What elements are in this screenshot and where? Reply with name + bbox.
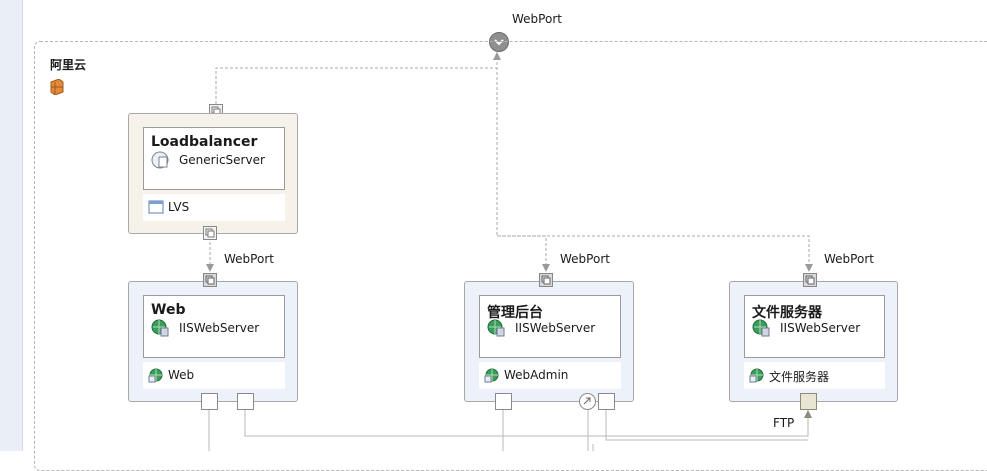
admin-server[interactable]: 管理后台 IISWebServer bbox=[479, 295, 621, 358]
admin-bottom-port-3[interactable] bbox=[598, 393, 615, 410]
zone-title: 阿里云 bbox=[50, 58, 87, 72]
arrowhead-admin bbox=[542, 264, 550, 272]
admin-type: IISWebServer bbox=[515, 321, 596, 335]
connectors-layer bbox=[206, 52, 813, 451]
fileserver-name: 文件服务器 bbox=[752, 305, 822, 321]
web-port-label: WebPort bbox=[224, 252, 274, 266]
loadbalancer-bottom-port[interactable] bbox=[203, 226, 217, 240]
iis-globe-icon bbox=[487, 319, 505, 337]
arrowhead-web bbox=[206, 264, 214, 272]
generic-server-icon bbox=[151, 151, 169, 169]
arrowhead-ftp bbox=[804, 410, 812, 418]
loadbalancer-server[interactable]: Loadbalancer GenericServer bbox=[143, 127, 285, 190]
iis-globe-icon bbox=[151, 319, 169, 337]
admin-port-label: WebPort bbox=[560, 252, 610, 266]
left-toolbox-strip bbox=[0, 0, 23, 451]
loadbalancer-app[interactable]: LVS bbox=[143, 194, 285, 221]
web-top-port[interactable] bbox=[203, 273, 217, 287]
web-app-globe-icon bbox=[148, 367, 164, 383]
ftp-label: FTP bbox=[773, 416, 795, 430]
admin-bottom-port-2[interactable] bbox=[579, 393, 596, 410]
to-ftp-line bbox=[503, 410, 809, 437]
admin-name: 管理后台 bbox=[487, 305, 543, 321]
loadbalancer-name: Loadbalancer bbox=[151, 134, 258, 150]
fileserver-server[interactable]: 文件服务器 IISWebServer bbox=[744, 295, 885, 358]
fileserver-app-label: 文件服务器 bbox=[769, 370, 830, 384]
admin-top-port[interactable] bbox=[539, 273, 553, 287]
admin-port3-line bbox=[605, 410, 808, 441]
fileserver-port-label: WebPort bbox=[824, 252, 874, 266]
web-container[interactable]: Web IISWebServer Web bbox=[128, 281, 298, 402]
web-app-label: Web bbox=[168, 368, 195, 382]
admin-app[interactable]: WebAdmin bbox=[479, 362, 621, 389]
iis-globe-icon bbox=[752, 319, 770, 337]
web-server[interactable]: Web IISWebServer bbox=[143, 295, 285, 358]
loadbalancer-container[interactable]: Loadbalancer GenericServer LVS bbox=[128, 113, 298, 234]
webport-to-fileserver-connector bbox=[497, 235, 810, 269]
fileserver-app[interactable]: 文件服务器 bbox=[744, 362, 885, 389]
webport-to-admin-connector bbox=[496, 52, 547, 269]
fileserver-container[interactable]: 文件服务器 IISWebServer 文件服务器 bbox=[729, 281, 898, 402]
chevron-down-icon[interactable] bbox=[489, 32, 509, 52]
window-app-icon bbox=[148, 199, 164, 215]
web-port2-line bbox=[244, 410, 504, 451]
web-bottom-port-2[interactable] bbox=[237, 393, 254, 410]
admin-bottom-port-1[interactable] bbox=[495, 393, 512, 410]
admin-container[interactable]: 管理后台 IISWebServer WebAdmin bbox=[464, 281, 634, 402]
web-app-globe-icon bbox=[484, 367, 500, 383]
top-webport-label: WebPort bbox=[512, 12, 562, 26]
disconnected-icon bbox=[583, 397, 591, 405]
web-app[interactable]: Web bbox=[143, 362, 285, 389]
firewall-icon bbox=[50, 78, 64, 96]
web-type: IISWebServer bbox=[179, 321, 260, 335]
web-app-globe-icon bbox=[749, 367, 765, 383]
loadbalancer-app-label: LVS bbox=[168, 200, 190, 214]
fileserver-type: IISWebServer bbox=[780, 321, 861, 335]
web-bottom-port-1[interactable] bbox=[201, 393, 218, 410]
arrowhead-fileserver bbox=[805, 264, 813, 272]
arrowhead-webport bbox=[493, 52, 501, 60]
fileserver-ftp-port[interactable] bbox=[800, 393, 817, 410]
loadbalancer-type: GenericServer bbox=[179, 153, 265, 167]
web-name: Web bbox=[151, 302, 186, 318]
admin-app-label: WebAdmin bbox=[504, 368, 569, 382]
fileserver-top-port[interactable] bbox=[803, 273, 817, 287]
